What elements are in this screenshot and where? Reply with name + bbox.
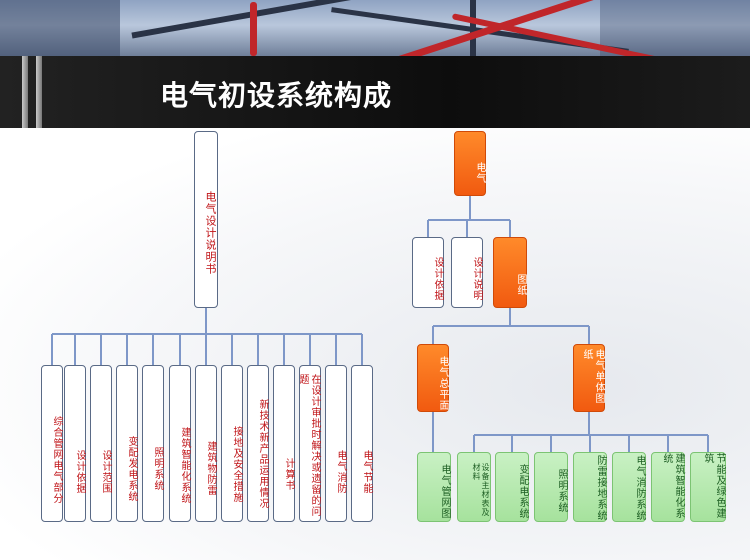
header-photo-banner <box>0 0 750 56</box>
node-left-child: 综合管网电气部分 <box>41 365 63 522</box>
node-left-child: 新技术新产品运用情况 <box>247 365 269 522</box>
decor-post <box>22 56 28 128</box>
node-left-child: 接地及安全措施 <box>221 365 243 522</box>
node-design-notes: 设计说明 <box>451 237 483 308</box>
node-fire-protection-system: 电气消防系统 <box>612 452 646 522</box>
node-electrical-root: 电气 <box>454 131 486 196</box>
node-lightning-grounding-system: 防雷接地系统 <box>573 452 607 522</box>
page-title: 电气初设系统构成 <box>160 79 393 112</box>
node-design-basis: 设计依据 <box>412 237 444 308</box>
node-electrical-building-drawings: 电气单体图纸 <box>573 344 605 412</box>
node-lighting-system: 照明系统 <box>534 452 568 522</box>
node-left-child: 设计依据 <box>64 365 86 522</box>
node-left-child: 电气节能 <box>351 365 373 522</box>
node-left-child: 电气消防 <box>325 365 347 522</box>
decor-post <box>36 56 42 128</box>
node-drawings: 图纸 <box>493 237 527 308</box>
title-bar: 电气初设系统构成 <box>0 56 750 128</box>
node-left-child: 照明系统 <box>142 365 164 522</box>
node-left-child: 变配发电系统 <box>116 365 138 522</box>
node-pipe-network-drawing: 电气管网图 <box>417 452 451 522</box>
node-electrical-site-plan: 电气总平面 <box>417 344 449 412</box>
node-left-child: 建筑智能化系统 <box>169 365 191 522</box>
node-equipment-materials: 设备主材表及材料 <box>457 452 491 522</box>
node-left-child: 计算书 <box>273 365 295 522</box>
node-electrical-design-manual: 电气设计说明书 <box>194 131 218 308</box>
node-substation-system: 变配电系统 <box>495 452 529 522</box>
node-energy-green-building: 节能及绿色建筑 <box>690 452 726 522</box>
node-left-child: 设计范围 <box>90 365 112 522</box>
node-left-child: 建筑物防雷 <box>195 365 217 522</box>
node-left-child: 在设计审批时解决或遗留的问题 <box>297 365 321 522</box>
node-building-intelligence-system: 建筑智能化系统 <box>651 452 685 522</box>
